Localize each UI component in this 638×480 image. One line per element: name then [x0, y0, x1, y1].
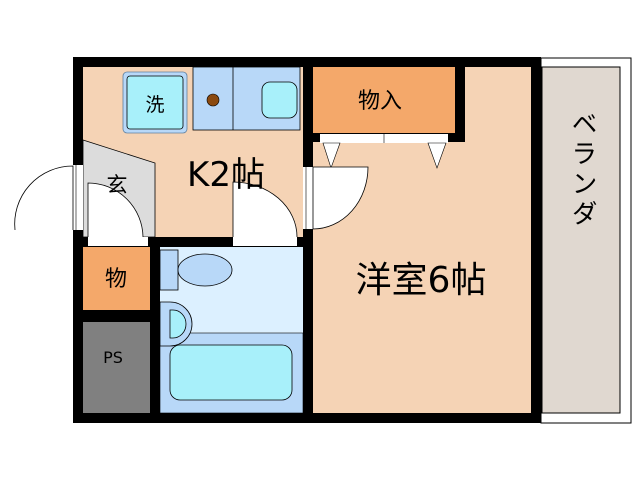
kitchen-label: K2帖 [187, 155, 265, 195]
small-storage [83, 247, 150, 310]
bathtub-icon [169, 344, 293, 401]
kitchen-counter [192, 66, 301, 131]
western-room-label: 洋室6帖 [356, 260, 487, 301]
washing-machine-space [122, 71, 188, 134]
western-room-door[interactable] [303, 166, 369, 230]
balcony-label: ベランダ [567, 110, 597, 230]
sink-basin [261, 81, 298, 119]
entrance-label: 玄 [107, 173, 128, 197]
closet [313, 67, 455, 133]
stove-icon [206, 93, 220, 107]
closet-sliding-door[interactable] [320, 134, 448, 169]
pipe-space-label: PS [103, 348, 123, 367]
closet-wall-right [455, 57, 465, 142]
bath-doorway[interactable] [88, 181, 298, 246]
toilet-icon [159, 249, 233, 291]
washbasin-icon [159, 301, 193, 347]
small-storage-label: 物 [105, 267, 127, 292]
balcony [540, 57, 632, 424]
washer-label: 洗 [145, 94, 164, 116]
closet-label: 物入 [358, 89, 402, 114]
entrance-door[interactable] [14, 165, 144, 238]
pipe-space [83, 322, 150, 413]
